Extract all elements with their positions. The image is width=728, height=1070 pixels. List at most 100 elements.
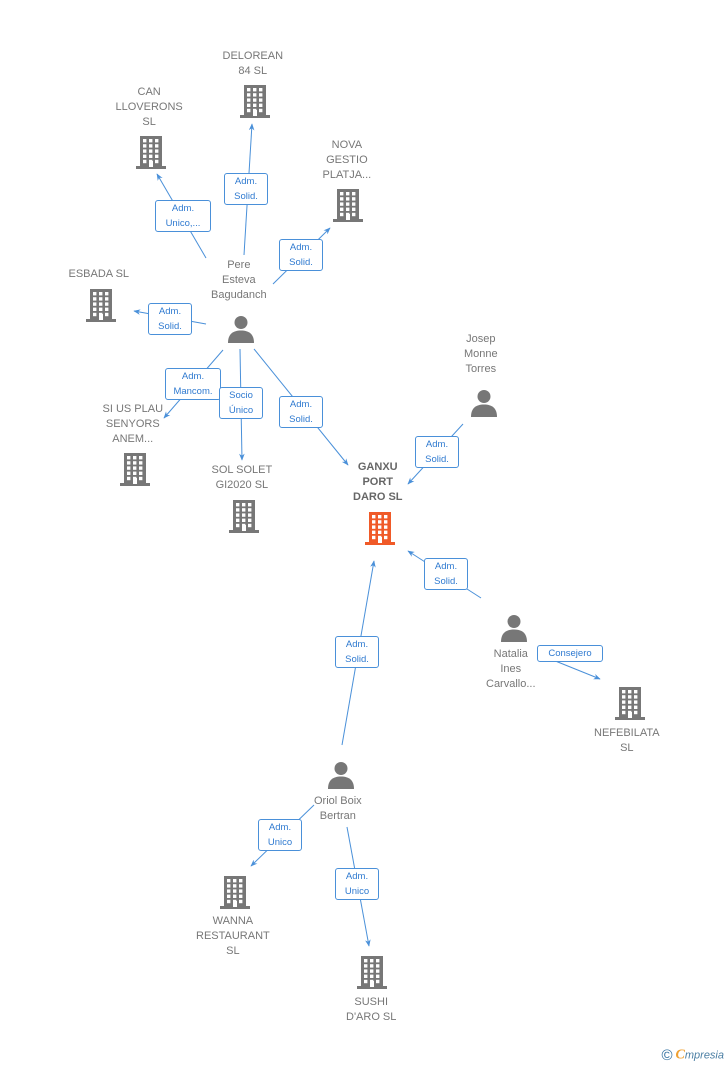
building-icon-nefebilata[interactable]	[613, 685, 647, 721]
relation-badge-text: Adm.	[234, 176, 258, 187]
relation-badge-natalia-ganxu[interactable]: Adm. Solid.	[424, 558, 468, 590]
relation-badge-text: Solid.	[289, 257, 313, 268]
relation-badge-text: Solid.	[234, 191, 258, 202]
relation-badge-pere-can[interactable]: Adm. Unico,...	[155, 200, 211, 232]
relation-badge-pere-delorean[interactable]: Adm. Solid.	[224, 173, 268, 205]
person-label-josep-line: Monne	[464, 348, 498, 360]
person-label-pere-line: Pere	[227, 259, 251, 271]
person-icon-natalia[interactable]	[499, 613, 529, 643]
relation-badge-text: Adm.	[171, 203, 195, 214]
brand-logo-initial: C	[675, 1047, 685, 1063]
company-label-can-lloverons-line: SL	[142, 116, 156, 128]
building-icon-nova-gestio[interactable]	[331, 187, 365, 223]
company-label-ganxu-line: DARO SL	[353, 491, 403, 503]
relation-badge-oriol-sushi[interactable]: Adm. Unico	[335, 868, 379, 900]
building-icon-ganxu[interactable]	[363, 510, 397, 546]
relation-badge-oriol-ganxu[interactable]: Adm. Solid.	[335, 636, 379, 668]
building-icon-sushi[interactable]	[355, 954, 389, 990]
company-label-esbada: ESBADA SL	[69, 267, 130, 282]
company-label-ganxu-line: PORT	[362, 476, 394, 488]
relation-badge-text: Adm.	[434, 561, 458, 572]
relation-badge-text: Adm.	[268, 822, 292, 833]
person-label-oriol-line: Oriol Boix	[314, 795, 362, 807]
relation-badge-text: Solid.	[289, 414, 313, 425]
relation-badge-josep-ganxu[interactable]: Adm. Solid.	[415, 436, 459, 468]
relation-badge-text: Adm.	[345, 871, 369, 882]
relation-badge-text: Solid.	[345, 654, 369, 665]
company-label-sushi-line: D'ARO SL	[346, 1011, 397, 1023]
relation-badge-text: Solid.	[425, 454, 449, 465]
person-label-pere-line: Bagudanch	[211, 289, 267, 301]
relation-badge-text: Adm.	[289, 242, 313, 253]
relation-badge-text: Consejero	[548, 648, 592, 659]
relation-badge-text: Unico	[344, 886, 370, 897]
company-label-can-lloverons-line: CAN	[137, 86, 161, 98]
company-label-nova-gestio-line: PLATJA...	[322, 169, 372, 181]
relation-badge-text: Solid.	[434, 576, 458, 587]
relation-badge-text: Solid.	[158, 321, 182, 332]
building-icon-wanna[interactable]	[218, 874, 252, 910]
company-label-sol-solet-line: GI2020 SL	[215, 479, 269, 491]
company-label-nefebilata-line: NEFEBILATA	[594, 727, 660, 739]
person-label-natalia-line: Ines	[500, 663, 522, 675]
footer-brand: ©Cmpresia	[661, 1047, 724, 1064]
relation-badge-text: Unico,...	[165, 218, 201, 229]
relation-badge-text: Adm.	[181, 371, 205, 382]
company-label-si-us-plau-line: ANEM...	[112, 433, 154, 445]
relation-badge-natalia-nefebilata[interactable]: Consejero	[537, 645, 603, 662]
relation-badge-text: Adm.	[289, 399, 313, 410]
company-label-esbada-line: ESBADA SL	[68, 268, 130, 280]
company-label-sol-solet: SOL SOLET GI2020 SL	[212, 463, 273, 493]
person-icon-josep[interactable]	[469, 388, 499, 418]
company-label-delorean-line: DELOREAN	[222, 50, 284, 62]
relation-badge-pere-siusplau[interactable]: Adm. Mancom.	[165, 368, 221, 400]
company-label-sushi-line: SUSHI	[354, 996, 389, 1008]
company-label-nefebilata: NEFEBILATA SL	[594, 726, 660, 756]
company-label-si-us-plau-line: SI US PLAU	[102, 403, 164, 415]
relation-badge-text: Socio	[229, 390, 253, 401]
person-icon-oriol[interactable]	[326, 760, 356, 790]
relation-badge-pere-esbada[interactable]: Adm. Solid.	[148, 303, 192, 335]
company-label-wanna-line: SL	[226, 945, 240, 957]
person-label-pere-line: Esteva	[222, 274, 256, 286]
relation-badge-text: Único	[228, 405, 254, 416]
relation-badge-text: Unico	[267, 837, 293, 848]
building-icon-can-lloverons[interactable]	[134, 134, 168, 170]
building-icon-delorean[interactable]	[238, 83, 272, 119]
company-label-sol-solet-line: SOL SOLET	[211, 464, 273, 476]
relation-badge-oriol-wanna[interactable]: Adm. Unico	[258, 819, 302, 851]
brand-name: mpresia	[684, 1049, 724, 1062]
company-label-si-us-plau-line: SENYORS	[105, 418, 160, 430]
building-icon-esbada[interactable]	[84, 287, 118, 323]
company-label-ganxu-line: GANXU	[357, 461, 398, 473]
person-label-josep-line: Josep	[466, 333, 496, 345]
person-label-josep-line: Torres	[465, 363, 497, 375]
company-label-can-lloverons-line: LLOVERONS	[115, 101, 183, 113]
building-icon-sol-solet[interactable]	[227, 498, 261, 534]
company-label-wanna-line: RESTAURANT	[196, 930, 270, 942]
relation-badge-text: Adm.	[425, 439, 449, 450]
person-icon-pere[interactable]	[226, 314, 256, 344]
person-label-natalia-line: Natalia	[493, 648, 528, 660]
company-label-sushi: SUSHI D'ARO SL	[346, 995, 396, 1025]
relation-badge-text: Adm.	[345, 639, 369, 650]
relation-badge-pere-nova[interactable]: Adm. Solid.	[279, 239, 323, 271]
company-label-nefebilata-line: SL	[620, 742, 634, 754]
building-icon-si-us-plau[interactable]	[118, 451, 152, 487]
company-label-wanna-line: WANNA	[212, 915, 254, 927]
company-label-nova-gestio-line: NOVA	[331, 139, 363, 151]
relation-badge-text: Mancom.	[173, 386, 213, 397]
company-label-si-us-plau: SI US PLAU SENYORS ANEM...	[103, 402, 164, 447]
person-label-oriol-line: Bertran	[319, 810, 356, 822]
person-label-natalia-line: Carvallo...	[486, 678, 536, 690]
company-label-ganxu: GANXU PORT DARO SL	[353, 460, 403, 505]
relation-badge-text: Adm.	[158, 306, 182, 317]
company-label-can-lloverons: CAN LLOVERONS SL	[116, 85, 183, 130]
relation-badge-pere-ganxu[interactable]: Adm. Solid.	[279, 396, 323, 428]
